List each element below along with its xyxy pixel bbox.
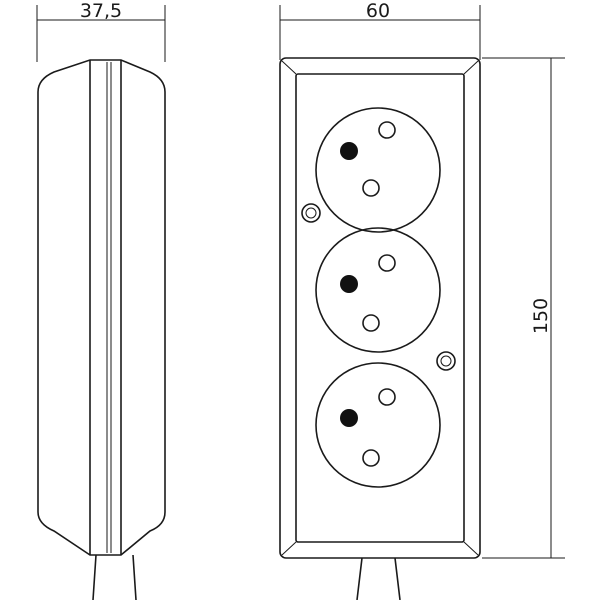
- socket-1-face: [315, 107, 441, 233]
- screw-2-inner: [440, 355, 452, 367]
- screw-2-outer: [436, 351, 456, 371]
- side-body-outline: [37, 59, 166, 556]
- socket-2-hole-upper: [378, 254, 396, 272]
- socket-1-hole-lower: [362, 179, 380, 197]
- screw-2: [436, 351, 456, 371]
- corner-chamfer-tr: [463, 60, 479, 75]
- front-body-outer: [279, 57, 481, 559]
- front-cable-relief: [356, 557, 401, 600]
- side-cable-relief: [92, 554, 137, 600]
- socket-2-hole-lower: [362, 314, 380, 332]
- screw-1-outer: [301, 203, 321, 223]
- socket-3-hole-lower: [362, 449, 380, 467]
- socket-3-face: [315, 362, 441, 488]
- socket-3: [315, 362, 441, 488]
- screw-1-inner: [305, 207, 317, 219]
- socket-1-hole-upper: [378, 121, 396, 139]
- front-view: 60: [279, 0, 565, 600]
- corner-chamfer-tl: [281, 60, 297, 75]
- socket-1: [315, 107, 441, 233]
- socket-3-earth-pin: [340, 409, 358, 427]
- socket-3-hole-upper: [378, 388, 396, 406]
- height-label: 150: [530, 298, 552, 334]
- screw-1: [301, 203, 321, 223]
- socket-2-face: [315, 227, 441, 353]
- corner-chamfer-br: [463, 541, 479, 556]
- socket-2: [315, 227, 441, 353]
- side-width-label: 37,5: [80, 0, 122, 22]
- socket-1-earth-pin: [340, 142, 358, 160]
- socket-2-earth-pin: [340, 275, 358, 293]
- corner-chamfer-bl: [281, 541, 297, 556]
- front-width-label: 60: [366, 0, 390, 22]
- side-view: 37,5: [36, 0, 166, 600]
- front-body-inner: [295, 73, 465, 543]
